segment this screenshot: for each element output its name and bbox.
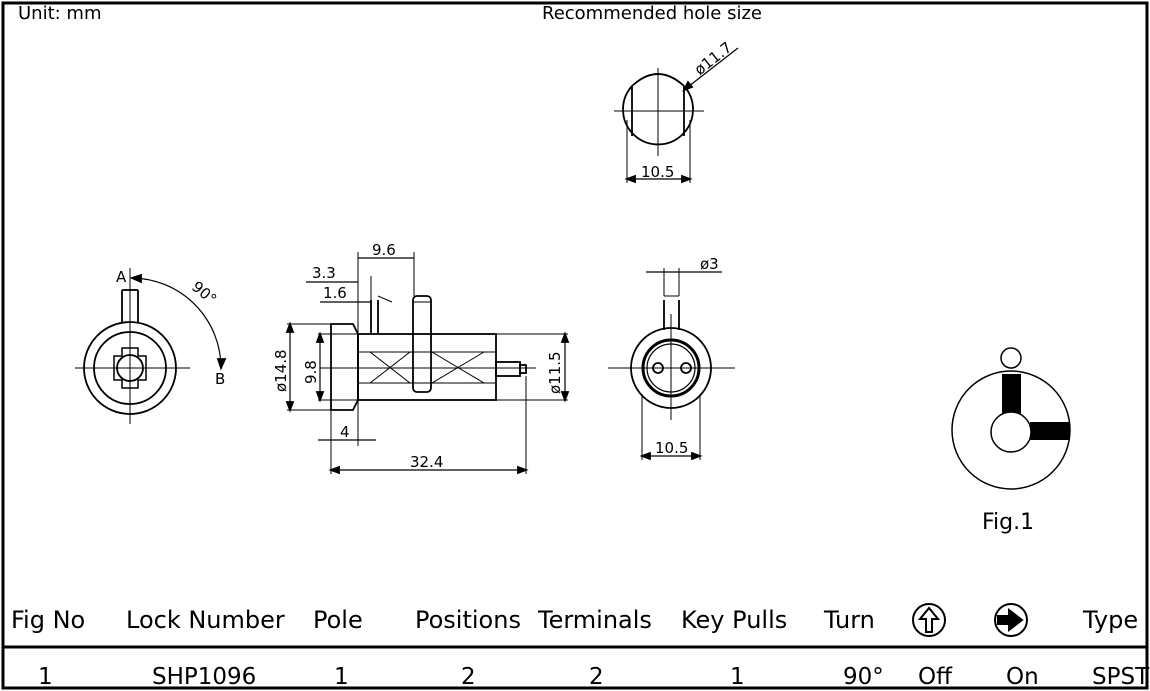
cell-terminals: 2 (589, 664, 604, 690)
dim-1-6-label: 1.6 (323, 284, 347, 302)
hole-size-view (614, 47, 739, 184)
up-arrow-circle-icon (912, 603, 946, 637)
header-pole: Pole (313, 606, 363, 634)
header-terminals: Terminals (538, 606, 652, 634)
rear-diameter-label: ø3 (700, 255, 719, 273)
switch-position-diagram (951, 347, 1071, 490)
point-a-label: A (116, 268, 127, 286)
hole-flat-label: 10.5 (641, 163, 674, 181)
front-view (75, 268, 227, 424)
header-turn: Turn (824, 606, 875, 634)
side-view (285, 252, 570, 475)
cell-fig-no: 1 (38, 664, 53, 690)
dim-11-5-label: ø11.5 (546, 351, 564, 394)
header-fig-no: Fig No (11, 606, 86, 634)
cell-off-state: Off (918, 664, 952, 690)
dim-9-8-label: 9.8 (302, 360, 320, 384)
dim-3-3-label: 3.3 (312, 264, 336, 282)
cell-positions: 2 (461, 664, 476, 690)
unit-note: Unit: mm (18, 3, 102, 24)
cell-key-pulls: 1 (730, 664, 745, 690)
hole-diameter-label: ø11.7 (691, 38, 736, 78)
header-key-pulls: Key Pulls (681, 606, 788, 634)
dim-9-6-label: 9.6 (372, 241, 396, 259)
point-b-label: B (215, 370, 225, 388)
dim-14-8-label: ø14.8 (272, 349, 290, 392)
cell-lock-number: SHP1096 (152, 664, 257, 690)
hole-caption: Recommended hole size (542, 3, 762, 24)
dim-32-4-label: 32.4 (410, 453, 443, 471)
cell-on-state: On (1006, 664, 1039, 690)
dim-4-label: 4 (340, 423, 350, 441)
rear-width-label: 10.5 (655, 439, 688, 457)
header-lock-number: Lock Number (126, 606, 285, 634)
right-arrow-circle-icon (994, 603, 1028, 637)
rear-view (608, 268, 735, 461)
header-positions: Positions (415, 606, 521, 634)
cell-turn: 90° (843, 664, 884, 690)
angle-label: 90° (188, 278, 220, 309)
figure-caption: Fig.1 (982, 510, 1035, 535)
header-type: Type (1083, 606, 1139, 634)
cell-pole: 1 (334, 664, 349, 690)
cell-type: SPST (1092, 664, 1150, 690)
